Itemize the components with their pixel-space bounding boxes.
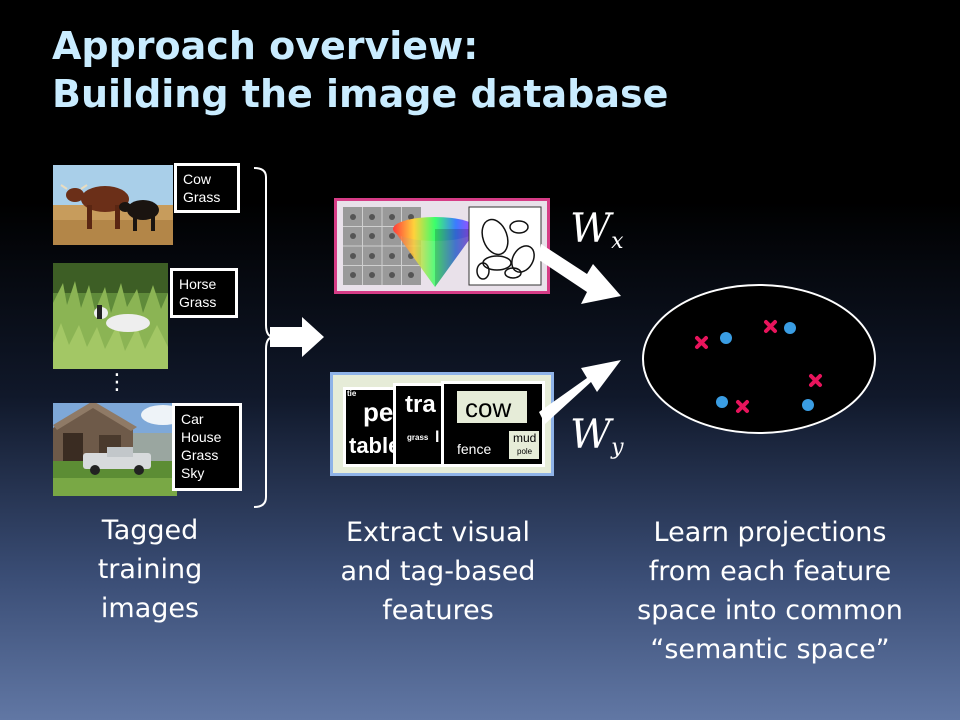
- semantic-space: [642, 284, 876, 434]
- tag-word: l: [435, 429, 440, 446]
- visual-features-illustration: [337, 201, 547, 291]
- projection-arrows: [539, 244, 621, 424]
- caption-features: Extract visual and tag-based features: [300, 513, 576, 630]
- tag-word: Cow: [183, 171, 212, 187]
- caption-line: from each feature: [648, 556, 892, 587]
- tag-box-car: Car House Grass Sky: [172, 403, 242, 491]
- arrow-wx: [539, 244, 621, 304]
- caption-line: Tagged: [101, 515, 199, 546]
- caption-line: training: [97, 554, 203, 585]
- tag-word: grass: [407, 433, 429, 442]
- tag-word: Grass: [183, 189, 221, 205]
- semantic-cross: [764, 320, 777, 333]
- tag-word: pe: [363, 397, 394, 427]
- caption-training: Tagged training images: [50, 511, 250, 628]
- slide-title: Approach overview: Building the image da…: [52, 22, 668, 118]
- ellipsis: ⋮: [106, 370, 128, 395]
- semantic-cross: [809, 374, 822, 387]
- tag-word: fence: [457, 441, 492, 457]
- tag-features-panel: tie pe table tra grass l cow fence mud p…: [330, 372, 554, 476]
- tag-word: mud: [513, 431, 537, 445]
- tag-box-horse: Horse Grass: [170, 268, 238, 318]
- caption-line: features: [382, 595, 494, 626]
- wx-label: Wx: [570, 206, 624, 254]
- tag-word: cow: [465, 393, 512, 423]
- cow-photo: [53, 165, 173, 245]
- tag-word: tie: [347, 389, 357, 398]
- semantic-dot: [716, 396, 728, 408]
- caption-line: space into common: [637, 595, 903, 626]
- tag-word: Horse: [179, 276, 217, 292]
- title-line-2: Building the image database: [52, 72, 669, 116]
- tag-word: tra: [405, 391, 436, 418]
- title-line-1: Approach overview:: [52, 24, 479, 68]
- visual-features-panel: [334, 198, 550, 294]
- tag-word: House: [181, 429, 222, 445]
- caption-line: “semantic space”: [650, 634, 890, 665]
- right-arrow: [270, 317, 324, 357]
- tag-box-cow: Cow Grass: [174, 163, 240, 213]
- arrow-wy: [539, 360, 621, 424]
- tag-word: Sky: [181, 465, 205, 481]
- caption-line: images: [100, 593, 200, 624]
- tag-word: table: [349, 433, 401, 458]
- barn-photo: [53, 403, 177, 496]
- caption-line: Extract visual: [346, 517, 530, 548]
- tag-word: Grass: [181, 447, 219, 463]
- caption-projections: Learn projections from each feature spac…: [600, 513, 940, 669]
- tag-word: Car: [181, 411, 204, 427]
- semantic-dot: [802, 399, 814, 411]
- caption-line: Learn projections: [653, 517, 887, 548]
- caption-line: and tag-based: [340, 556, 536, 587]
- horse-photo: [53, 263, 168, 369]
- tag-word: pole: [517, 447, 533, 456]
- semantic-dot: [720, 332, 732, 344]
- texture-shapes-icon: [468, 206, 542, 286]
- semantic-cross: [695, 336, 708, 349]
- color-cone-icon: [393, 217, 477, 287]
- tag-word: Grass: [179, 294, 217, 310]
- wy-label: Wy: [570, 412, 624, 460]
- semantic-dot: [784, 322, 796, 334]
- semantic-cross: [736, 400, 749, 413]
